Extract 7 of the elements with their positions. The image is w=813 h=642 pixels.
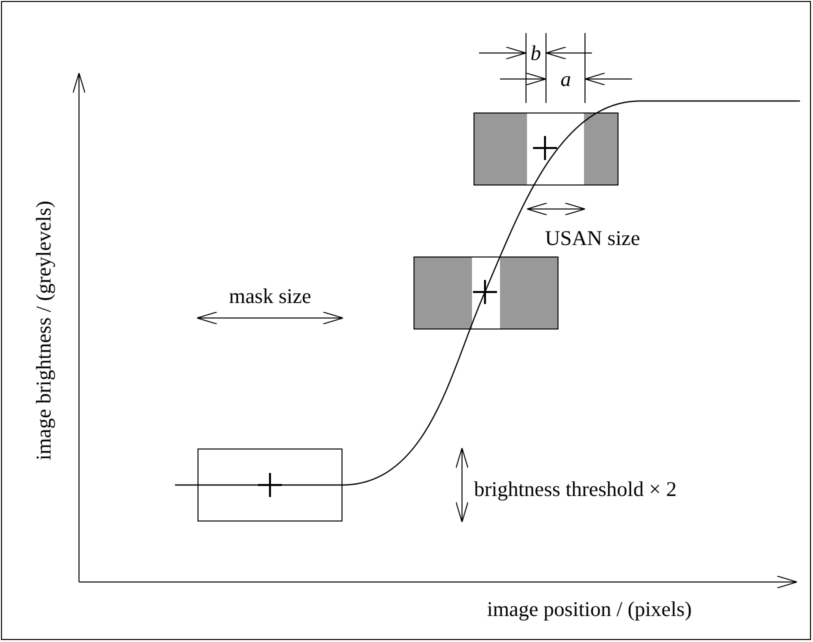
threshold-label: brightness threshold × 2	[474, 478, 677, 500]
mask-size-label: mask size	[229, 286, 312, 306]
dimension-label: b	[530, 42, 541, 64]
usan-size-label: USAN size	[545, 228, 640, 248]
dimension-label: a	[560, 68, 571, 90]
y-axis-title: image brightness / (greylevels)	[33, 200, 54, 460]
x-axis-title: image position / (pixels)	[487, 598, 692, 620]
